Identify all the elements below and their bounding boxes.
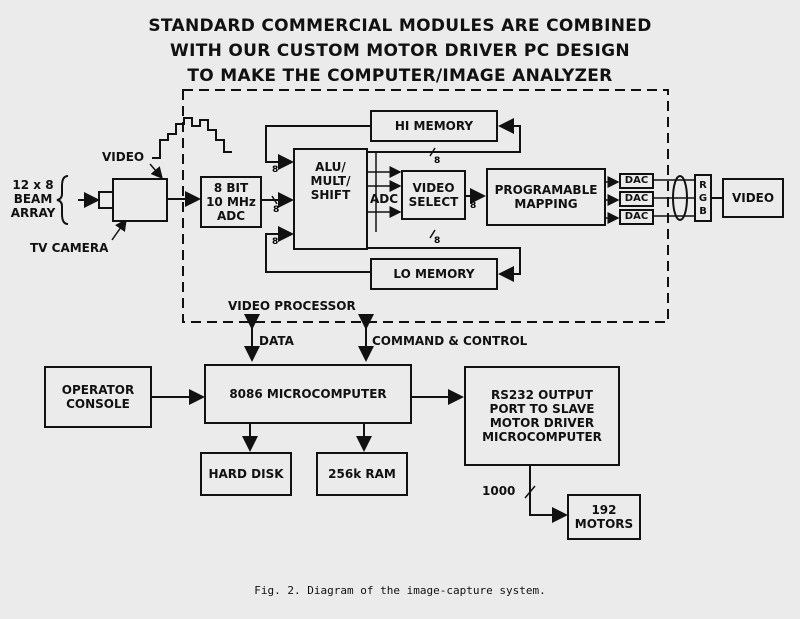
video-input-label: VIDEO	[102, 150, 145, 164]
camera-lens	[98, 191, 114, 209]
svg-text:8: 8	[272, 165, 278, 175]
ram-box: 256k RAM	[316, 452, 408, 496]
command-control-label: COMMAND & CONTROL	[372, 334, 528, 348]
adc-box: 8 BIT 10 MHz ADC	[200, 176, 262, 228]
dac-box-1: DAC	[619, 173, 654, 189]
video-select-box: VIDEO SELECT	[401, 170, 466, 220]
operator-console-box: OPERATOR CONSOLE	[44, 366, 152, 428]
alu-box: ALU/ MULT/ SHIFT	[293, 148, 368, 250]
tv-camera-label: TV CAMERA	[30, 241, 109, 255]
hi-memory-box: HI MEMORY	[370, 110, 498, 142]
title-line-1: STANDARD COMMERCIAL MODULES ARE COMBINED	[148, 16, 652, 36]
svg-text:8: 8	[272, 237, 278, 247]
svg-text:8: 8	[273, 205, 279, 215]
video-processor-boundary	[182, 89, 669, 323]
beam-array-brace	[56, 175, 69, 225]
svg-text:8: 8	[434, 236, 440, 246]
video-output-box: VIDEO	[722, 178, 784, 218]
rs232-box: RS232 OUTPUT PORT TO SLAVE MOTOR DRIVER …	[464, 366, 620, 466]
video-waveform	[152, 117, 232, 159]
microcomputer-box: 8086 MICROCOMPUTER	[204, 364, 412, 424]
lo-memory-box: LO MEMORY	[370, 258, 498, 290]
bus-1000-label: 1000	[482, 484, 516, 498]
mapping-box: PROGRAMABLE MAPPING	[486, 168, 606, 226]
dac-box-3: DAC	[619, 209, 654, 225]
dac-box-2: DAC	[619, 191, 654, 207]
cable-bundle	[672, 175, 688, 221]
title-line-3: TO MAKE THE COMPUTER/IMAGE ANALYZER	[187, 66, 613, 86]
title-line-2: WITH OUR CUSTOM MOTOR DRIVER PC DESIGN	[170, 41, 630, 61]
video-processor-label: VIDEO PROCESSOR	[228, 299, 356, 313]
rgb-connector: R G B	[694, 174, 712, 222]
adc-small-label: ADC	[370, 192, 399, 206]
svg-text:8: 8	[470, 201, 476, 211]
motors-box: 192 MOTORS	[567, 494, 641, 540]
hard-disk-box: HARD DISK	[200, 452, 292, 496]
figure-caption: Fig. 2. Diagram of the image-capture sys…	[254, 584, 546, 597]
tv-camera-body	[112, 178, 168, 222]
svg-text:8: 8	[434, 156, 440, 166]
data-bus-label: DATA	[259, 334, 294, 348]
beam-array-label: 12 x 8 BEAM ARRAY	[10, 178, 56, 220]
